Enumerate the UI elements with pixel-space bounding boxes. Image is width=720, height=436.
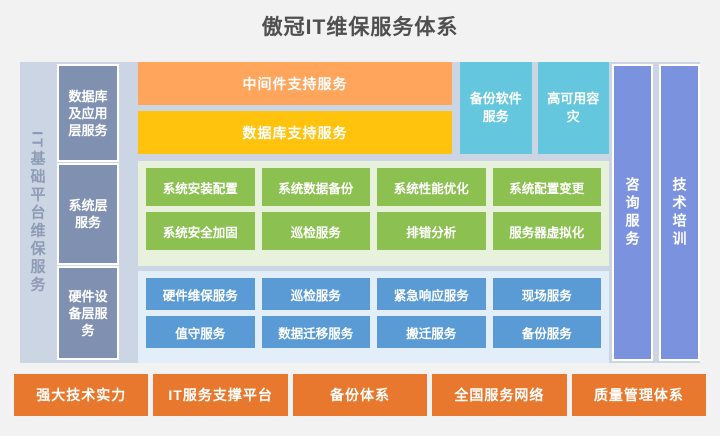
layer-box-hardware[interactable]: 硬件设备层服务 — [57, 266, 119, 360]
system-cell[interactable]: 服务器虚拟化 — [492, 212, 601, 250]
middleware-support-bar[interactable]: 中间件支持服务 — [138, 62, 452, 105]
hardware-cell[interactable]: 紧急响应服务 — [377, 278, 486, 310]
system-cell[interactable]: 系统安全加固 — [146, 212, 255, 250]
top-band-bars: 中间件支持服务 数据库支持服务 — [138, 62, 452, 154]
system-cell[interactable]: 巡检服务 — [261, 212, 370, 250]
bottom-cell-quality-management[interactable]: 质量管理体系 — [571, 374, 707, 416]
top-band-cyan-boxes: 备份软件服务 高可用容灾 — [460, 62, 609, 154]
system-cell[interactable]: 系统安装配置 — [146, 168, 255, 206]
bottom-cell-it-service-platform[interactable]: IT服务支撑平台 — [153, 374, 288, 416]
technical-training-column[interactable]: 技术培训 — [659, 64, 700, 361]
consulting-service-column[interactable]: 咨询服务 — [612, 64, 653, 361]
high-availability-dr-box[interactable]: 高可用容灾 — [537, 62, 609, 154]
system-layer-row-1: 系统安装配置 系统数据备份 系统性能优化 系统配置变更 — [146, 168, 601, 206]
backup-software-service-box[interactable]: 备份软件服务 — [460, 62, 532, 154]
system-cell[interactable]: 系统数据备份 — [261, 168, 370, 206]
hardware-layer-row-2: 值守服务 数据迁移服务 搬迁服务 备份服务 — [146, 316, 601, 348]
layer-box-database-application[interactable]: 数据库及应用层服务 — [57, 64, 119, 162]
hardware-layer-panel: 硬件维保服务 巡检服务 紧急响应服务 现场服务 值守服务 数据迁移服务 搬迁服务… — [138, 271, 609, 363]
hardware-cell[interactable]: 现场服务 — [492, 278, 601, 310]
layer-box-system[interactable]: 系统层服务 — [57, 163, 119, 265]
system-cell[interactable]: 系统性能优化 — [377, 168, 486, 206]
top-band: 中间件支持服务 数据库支持服务 备份软件服务 高可用容灾 — [138, 62, 609, 154]
system-layer-row-2: 系统安全加固 巡检服务 排错分析 服务器虚拟化 — [146, 212, 601, 250]
hardware-cell[interactable]: 硬件维保服务 — [146, 278, 255, 310]
right-service-columns: 咨询服务 技术培训 — [612, 64, 700, 361]
hardware-cell[interactable]: 数据迁移服务 — [261, 316, 370, 348]
system-cell[interactable]: 系统配置变更 — [492, 168, 601, 206]
content-column: 中间件支持服务 数据库支持服务 备份软件服务 高可用容灾 系统安装配置 系统数据… — [138, 62, 609, 363]
hardware-cell[interactable]: 搬迁服务 — [377, 316, 486, 348]
system-cell[interactable]: 排错分析 — [377, 212, 486, 250]
hardware-layer-row-1: 硬件维保服务 巡检服务 紧急响应服务 现场服务 — [146, 278, 601, 310]
bottom-cell-national-service-network[interactable]: 全国服务网络 — [432, 374, 567, 416]
hardware-cell[interactable]: 值守服务 — [146, 316, 255, 348]
system-layer-panel: 系统安装配置 系统数据备份 系统性能优化 系统配置变更 系统安全加固 巡检服务 … — [138, 161, 609, 266]
database-support-bar[interactable]: 数据库支持服务 — [138, 111, 452, 154]
bottom-capability-bar: 强大技术实力 IT服务支撑平台 备份体系 全国服务网络 质量管理体系 — [14, 374, 707, 416]
hardware-cell[interactable]: 备份服务 — [492, 316, 601, 348]
layer-column: 数据库及应用层服务 系统层服务 硬件设备层服务 — [57, 64, 119, 361]
page-title: 傲冠IT维保服务体系 — [261, 16, 459, 39]
vertical-axis-label: IT基础平台维保服务 — [28, 130, 46, 295]
bottom-cell-technical-strength[interactable]: 强大技术实力 — [14, 374, 149, 416]
hardware-cell[interactable]: 巡检服务 — [261, 278, 370, 310]
bottom-cell-backup-system[interactable]: 备份体系 — [292, 374, 428, 416]
